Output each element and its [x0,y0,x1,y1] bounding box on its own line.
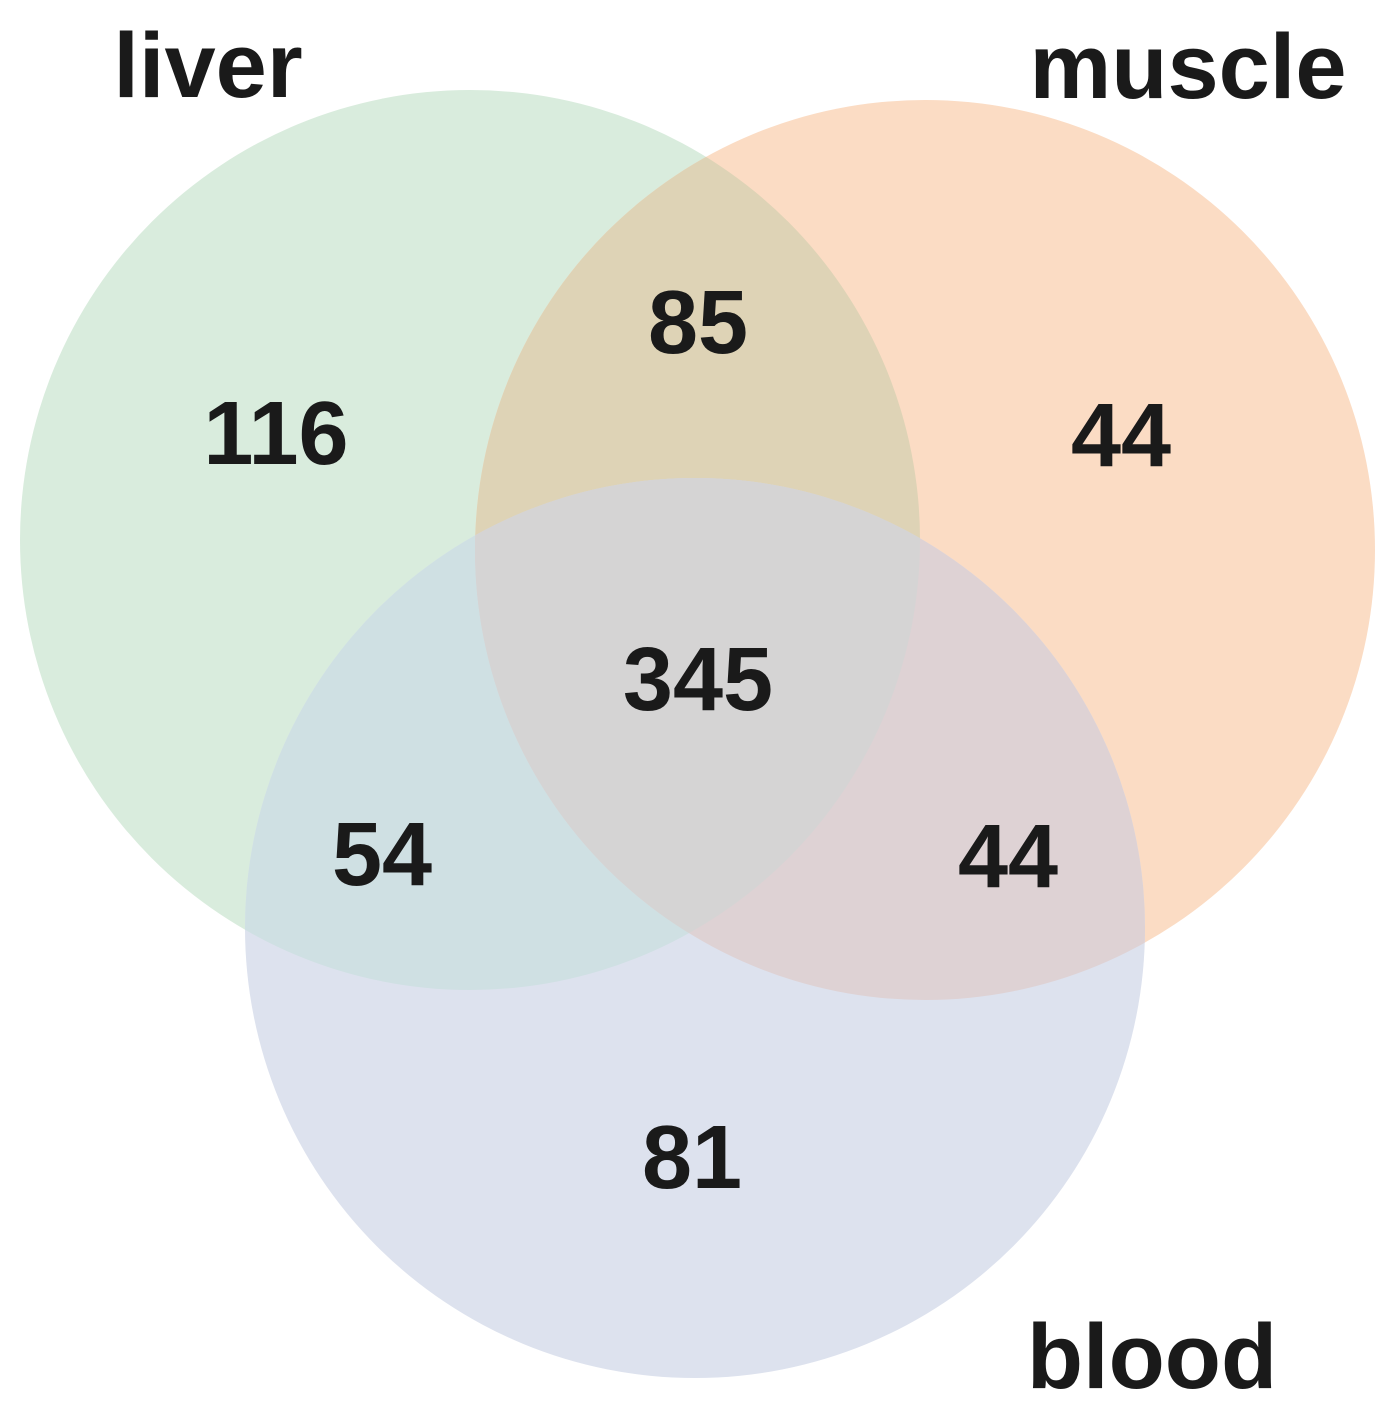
liver-only-count: 116 [203,384,348,484]
all-three-count: 345 [623,630,773,730]
blood-only-count: 81 [642,1108,742,1208]
muscle-label: muscle [1029,16,1346,118]
muscle-only-count: 44 [1071,386,1171,486]
liver-muscle-count: 85 [648,273,748,373]
blood-label: blood [1027,1306,1277,1407]
liver-label: liver [113,15,302,117]
muscle-blood-count: 44 [958,807,1058,907]
liver-blood-count: 54 [332,805,432,905]
all-three-overlap-region [475,478,920,990]
